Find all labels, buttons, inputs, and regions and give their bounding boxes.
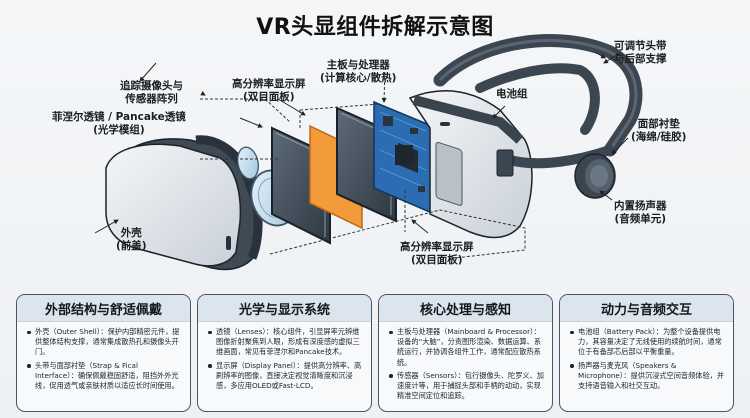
label-line: (双目面板) [242,91,295,103]
panel-exterior-comfort: 外部结构与舒适佩戴 外壳（Outer Shell）：保护内部精密元件，提供整体结… [16,294,191,412]
panel-item: 头带与面部衬垫（Strap & Fical Interface）：确保佩戴稳固舒… [26,361,182,392]
panel-item: 扬声器与麦克风（Speakers & Microphone）：提供沉浸式空间音频… [569,361,725,392]
label-line: 传感器阵列 [125,93,178,105]
panel-item: 传感器（Sensors）：包行摄像头、陀罗义、加速度计等，用于捕捉头部和手柄的动… [388,371,544,402]
panel-item: 外壳（Outer Shell）：保护内部精密元件，提供整体结构支撑，通常集成散热… [26,327,182,358]
label-line: 追踪摄像头与 [120,80,183,92]
label-line: 外壳 [120,227,142,239]
label-lens-module: 菲涅尔透镜 / Pancake透镜 (光学模组) [52,111,186,137]
label-line: 主板与处理器 [326,59,390,71]
panel-item: 透镜（Lenses）：核心组件，引显屏率元辨维图像折射聚焦到人眼，形成有深度感的… [207,327,363,358]
label-line: 菲涅尔透镜 / Pancake透镜 [52,111,186,123]
label-head-strap: 可调节头带 与后部支撑 [614,40,667,66]
headset-body [408,89,533,239]
label-line: 高分辨率显示屏 [400,241,474,253]
head-strap [433,34,643,177]
label-line: (海绵/硅胶) [631,131,687,143]
panel-heading: 核心处理与感知 [379,295,552,322]
diagram-title: VR头显组件拆解示意图 [256,15,494,40]
label-speaker: 内置扬声器 (音频单元) [614,200,667,226]
panel-heading: 外部结构与舒适佩戴 [17,295,190,322]
callout-arrows [94,51,629,234]
label-line: (前盖) [116,240,147,252]
label-line: 高分辨率显示屏 [232,78,306,90]
speaker-unit [574,153,616,199]
label-line: 内置扬声器 [614,200,667,212]
label-line: (计算核心/散热) [320,72,397,84]
panel-item: 电池组（Battery Pack）：为整个设备提供电力，其容量决定了无线使用的续… [569,327,725,358]
label-mainboard: 主板与处理器 (计算核心/散热) [320,59,396,85]
panel-heading: 动力与音频交互 [560,295,733,322]
label-outer-shell: 外壳 (前盖) [116,227,147,253]
info-panels: 外部结构与舒适佩戴 外壳（Outer Shell）：保护内部精密元件，提供整体结… [16,294,734,412]
label-line: 电池组 [496,88,528,100]
label-battery: 电池组 [496,88,528,101]
label-line: (光学模组) [93,124,145,136]
label-face-pad: 面部衬垫 (海绵/硅胶) [631,118,686,144]
label-display-bottom: 高分辨率显示屏 (双目面板) [400,241,474,267]
exploded-illustration [94,34,643,271]
panel-item: 显示屏（Display Panel）：提供高分辨率、高刷辨率的图像，直接决定视觉… [207,361,363,392]
panel-optics-display: 光学与显示系统 透镜（Lenses）：核心组件，引显屏率元辨维图像折射聚焦到人眼… [197,294,372,412]
panel-heading: 光学与显示系统 [198,295,371,322]
label-line: 面部衬垫 [637,118,680,130]
label-line: (双目面板) [410,254,463,266]
panel-item: 主板与处理器（Mainboard & Processor）：设备的“大脑”，分责… [388,327,544,368]
label-line: (音频单元) [614,213,667,225]
label-line: 可调节头带 [614,40,667,52]
label-tracking-cameras: 追踪摄像头与 传感器阵列 [120,80,183,106]
panel-processing-sensing: 核心处理与感知 主板与处理器（Mainboard & Processor）：设备… [378,294,553,412]
panel-power-audio: 动力与音频交互 电池组（Battery Pack）：为整个设备提供电力，其容量决… [559,294,734,412]
guide-lines [200,66,526,259]
label-line: 与后部支撑 [614,53,667,65]
label-display-top: 高分辨率显示屏 (双目面板) [232,78,306,104]
